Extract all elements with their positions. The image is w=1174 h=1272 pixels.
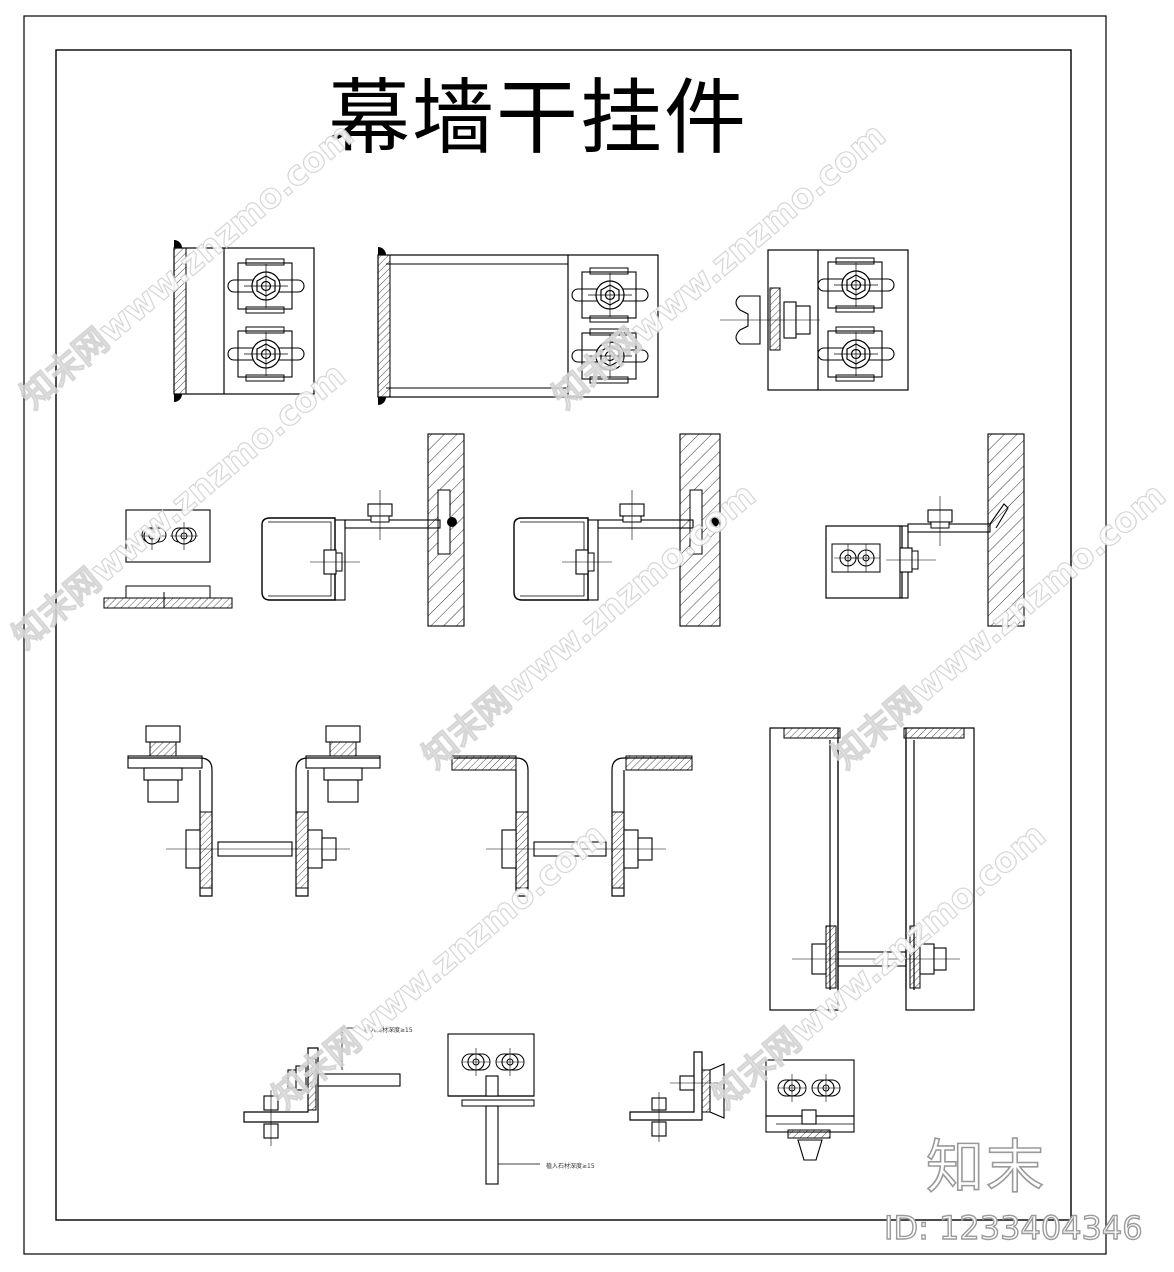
figure-3-front-view bbox=[720, 249, 909, 391]
drawing-sheet: 幕墙干挂件 植入石材深度≥15 植入石材深度≥15 知末网www.znzmo.c… bbox=[5, 15, 1174, 1255]
anchor-depth-note-2: 植入石材深度≥15 bbox=[546, 1163, 595, 1170]
figure-13-angle-bracket bbox=[629, 1051, 732, 1142]
anchor-depth-note-1: 植入石材深度≥15 bbox=[364, 1027, 413, 1034]
brand-logo-text: 知末 bbox=[925, 1133, 1047, 1201]
figure-7-section-view bbox=[825, 433, 1025, 627]
figure-5-section-view bbox=[261, 433, 465, 627]
figure-11-anchor-bolt bbox=[243, 1027, 401, 1146]
figure-8-bracket-pair bbox=[127, 725, 381, 897]
figure-12-anchor-bolt bbox=[447, 1033, 540, 1185]
technical-drawing bbox=[23, 15, 1107, 1255]
figure-2-front-view bbox=[377, 247, 659, 405]
drawing-title: 幕墙干挂件 bbox=[328, 71, 749, 166]
figure-9-bracket-pair bbox=[451, 755, 693, 897]
figure-10-panel-section bbox=[769, 727, 975, 1011]
figure-14-expansion-anchor bbox=[765, 1059, 855, 1161]
figure-6-section-view bbox=[513, 433, 721, 627]
drawing-id: ID: 1233404346 bbox=[883, 1209, 1143, 1247]
figure-1-front-view bbox=[173, 240, 315, 402]
figure-4-top-view bbox=[103, 509, 233, 609]
